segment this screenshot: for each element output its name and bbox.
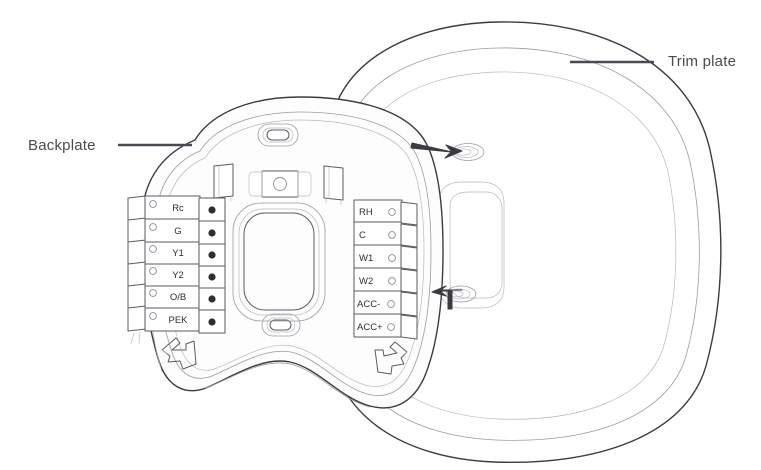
terminal-label-pek: PEK: [168, 315, 188, 326]
callout-trim-plate: Trim plate: [570, 53, 736, 70]
right-terminal-block: RH C W1 W2 ACC- ACC+: [353, 199, 418, 340]
backplate-label: Backplate: [28, 137, 96, 154]
left-wire-clips: [127, 195, 147, 345]
terminal-label-w1: W1: [359, 253, 373, 264]
callout-backplate: Backplate: [28, 137, 192, 154]
top-oval-slot: [257, 123, 299, 147]
terminal-label-g: G: [174, 226, 181, 237]
terminal-label-acc-minus: ACC-: [357, 299, 380, 310]
bubble-level-indicator: [248, 170, 312, 198]
arrow-top-tab: [410, 142, 463, 159]
right-bracket: [323, 165, 344, 206]
trim-plate-label: Trim plate: [668, 53, 736, 70]
bottom-oval-slot: [261, 313, 301, 337]
arrow-bottom-tab: [431, 285, 463, 310]
terminal-label-rc: Rc: [172, 203, 184, 214]
right-terminal-rows: [353, 199, 403, 338]
terminal-label-rh: RH: [359, 207, 373, 218]
terminal-label-c: C: [359, 230, 366, 241]
right-wire-clips: [400, 201, 418, 340]
left-terminal-block: Rc G Y1 Y2 O/B PEK: [127, 195, 226, 345]
central-wire-opening: [232, 202, 326, 322]
terminal-label-w2: W2: [359, 276, 373, 287]
terminal-label-y2: Y2: [172, 270, 184, 281]
lower-right-clip: [374, 341, 408, 375]
lower-left-clip: [161, 337, 197, 370]
terminal-label-ob: O/B: [170, 292, 186, 303]
trim-plate-shape: [329, 21, 722, 464]
left-terminal-rows: [144, 195, 226, 334]
terminal-label-acc-plus: ACC+: [357, 322, 383, 333]
terminal-label-y1: Y1: [172, 248, 184, 259]
